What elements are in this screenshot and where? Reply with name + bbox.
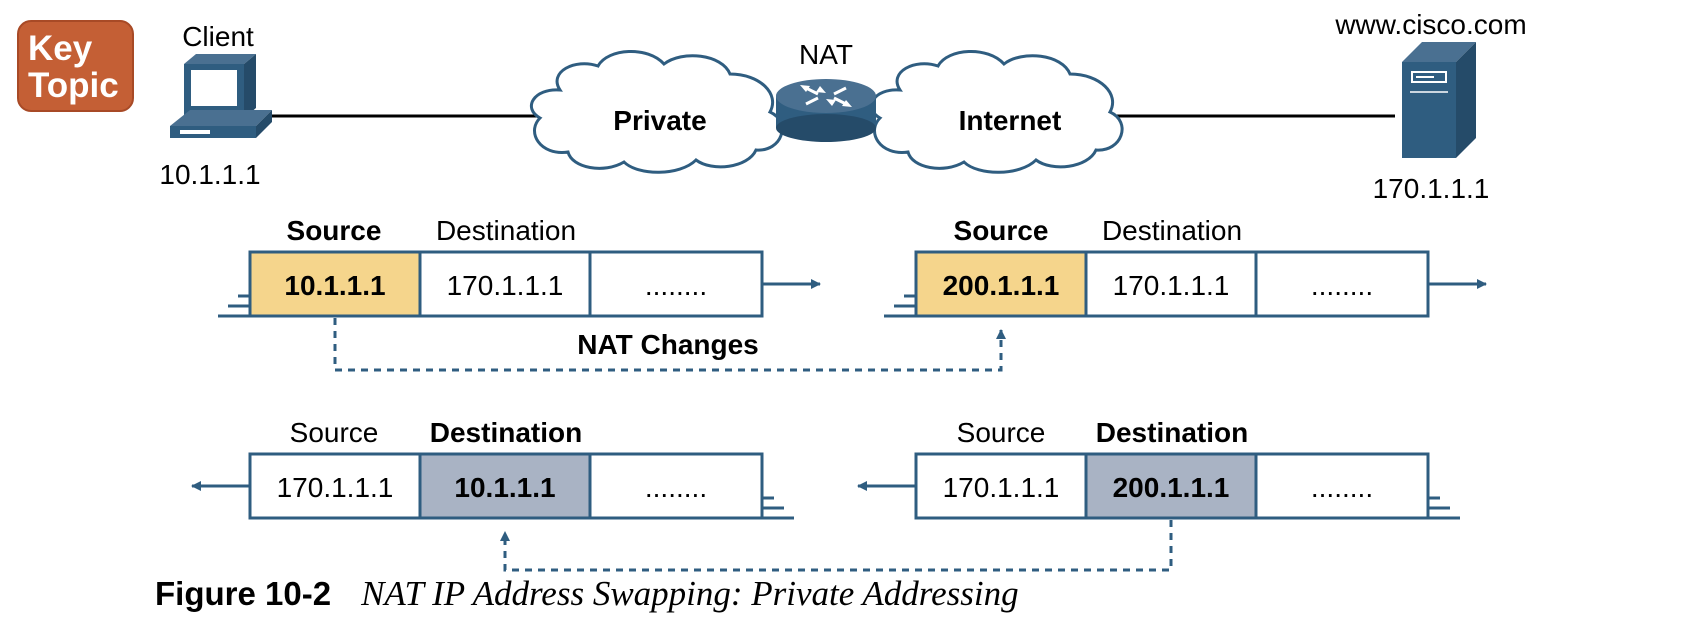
packet-br-source: 170.1.1.1 (943, 472, 1060, 503)
key-topic-line1: Key (28, 29, 93, 68)
router-icon (776, 79, 876, 142)
packet-bottom-right (857, 452, 1460, 520)
private-cloud-icon (529, 50, 784, 174)
packet-tl-source: 10.1.1.1 (284, 270, 385, 301)
figure-number: Figure 10-2 (155, 575, 332, 612)
packet-tr-dest: 170.1.1.1 (1113, 270, 1230, 301)
packet-br-source-header: Source (957, 417, 1046, 448)
nat-label: NAT (799, 39, 853, 70)
packet-bl-source: 170.1.1.1 (277, 472, 394, 503)
packet-bottom-left (191, 452, 794, 520)
client-computer-icon (170, 54, 272, 138)
client-ip: 10.1.1.1 (159, 159, 260, 190)
figure-title: NAT IP Address Swapping: Private Address… (361, 574, 1019, 613)
nat-changes-connector (333, 318, 1006, 372)
figure-caption: Figure 10-2 NAT IP Address Swapping: Priv… (155, 574, 1019, 614)
internet-cloud-icon (869, 50, 1124, 174)
packet-bl-data: ........ (645, 472, 707, 503)
packet-bl-dest: 10.1.1.1 (454, 472, 555, 503)
nat-changes-label: NAT Changes (577, 329, 759, 360)
packet-tr-source-header: Source (954, 215, 1049, 246)
packet-tr-dest-header: Destination (1102, 215, 1242, 246)
private-cloud-label: Private (613, 105, 706, 136)
server-ip: 170.1.1.1 (1373, 173, 1490, 204)
packet-tl-dest: 170.1.1.1 (447, 270, 564, 301)
client-label: Client (182, 21, 254, 52)
packet-br-dest-header: Destination (1096, 417, 1248, 448)
packet-tl-source-header: Source (287, 215, 382, 246)
internet-cloud-label: Internet (959, 105, 1062, 136)
key-topic-badge: Key Topic (17, 20, 134, 112)
packet-top-right (884, 250, 1487, 318)
key-topic-line2: Topic (28, 66, 119, 105)
packet-br-data: ........ (1311, 472, 1373, 503)
packet-tr-source: 200.1.1.1 (943, 270, 1060, 301)
packet-bl-dest-header: Destination (430, 417, 582, 448)
packet-bl-source-header: Source (290, 417, 379, 448)
packet-top-left (218, 250, 821, 318)
packet-tl-dest-header: Destination (436, 215, 576, 246)
packet-tl-data: ........ (645, 270, 707, 301)
packet-tr-data: ........ (1311, 270, 1373, 301)
return-translation-connector (500, 520, 1173, 572)
server-label: www.cisco.com (1334, 9, 1526, 40)
packet-br-dest: 200.1.1.1 (1113, 472, 1230, 503)
server-icon (1402, 42, 1476, 158)
